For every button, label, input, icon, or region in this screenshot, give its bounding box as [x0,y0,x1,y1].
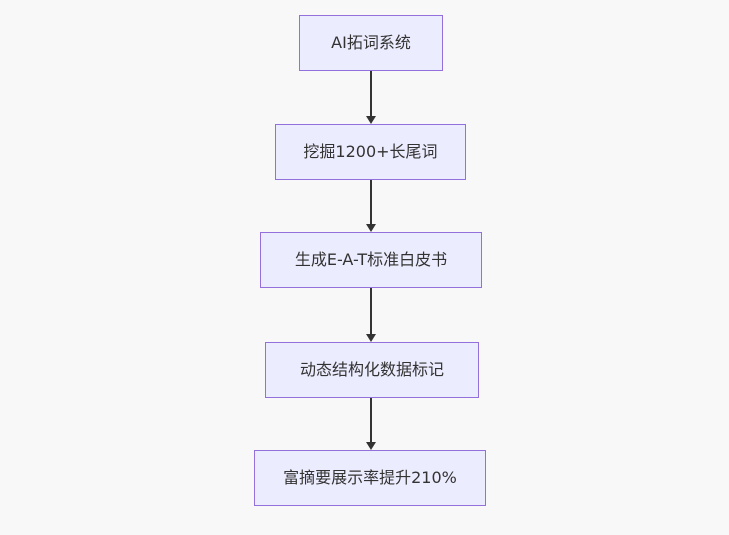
flow-arrow-b-to-c [365,180,377,232]
flow-arrow-a-to-b [365,71,377,124]
arrowhead-down-icon [366,442,376,450]
flow-node-label: AI拓词系统 [331,33,411,52]
arrowhead-down-icon [366,116,376,124]
flow-node-label: 生成E-A-T标准白皮书 [294,250,448,269]
flow-node-ai-word-expansion-system: AI拓词系统 [299,15,443,71]
arrow-line [370,288,372,334]
arrow-line [370,398,372,442]
arrow-line [370,180,372,224]
flow-node-label: 挖掘1200+长尾词 [303,142,438,161]
flow-node-label: 富摘要展示率提升210% [283,468,457,487]
flow-node-dynamic-structured-data-markup: 动态结构化数据标记 [265,342,479,398]
flow-node-rich-snippet-rate-increase: 富摘要展示率提升210% [254,450,486,506]
flow-node-mine-longtail-keywords: 挖掘1200+长尾词 [275,124,466,180]
flow-node-generate-eat-whitepaper: 生成E-A-T标准白皮书 [260,232,482,288]
flow-arrow-d-to-e [365,398,377,450]
arrowhead-down-icon [366,334,376,342]
arrow-line [370,71,372,116]
flow-arrow-c-to-d [365,288,377,342]
flow-node-label: 动态结构化数据标记 [299,360,444,379]
arrowhead-down-icon [366,224,376,232]
